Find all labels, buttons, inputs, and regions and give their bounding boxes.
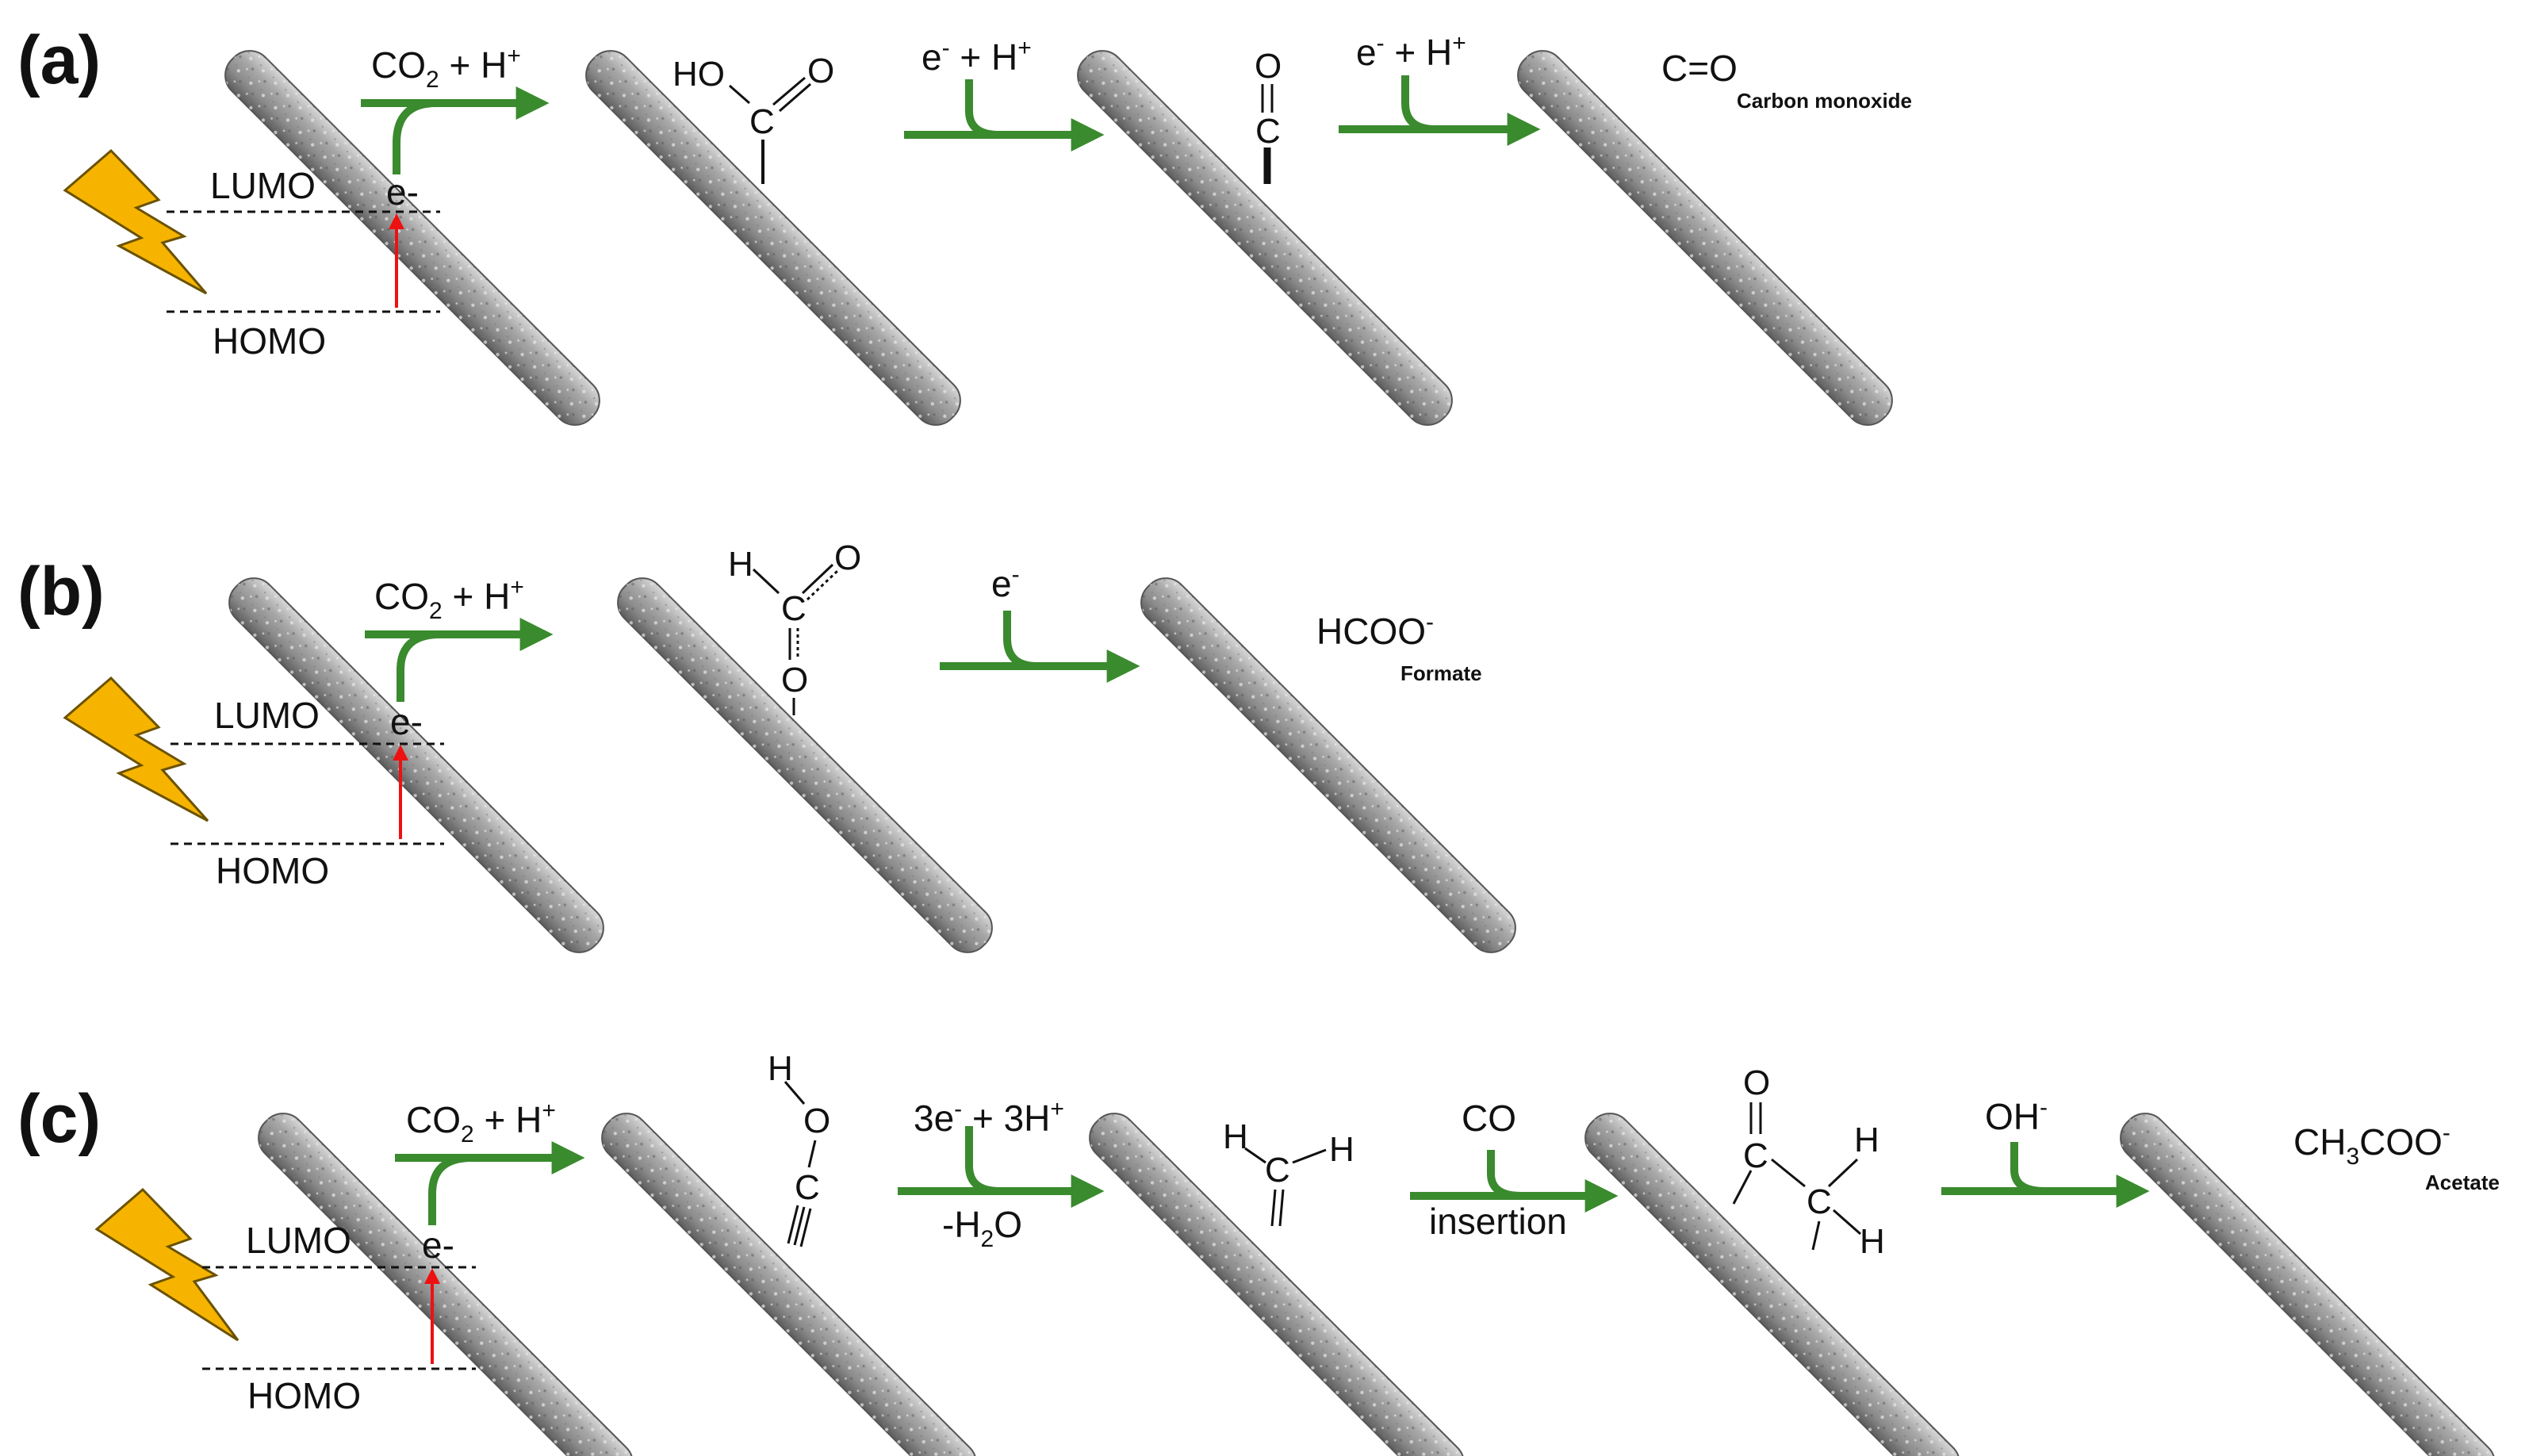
svg-text:O: O [781, 661, 808, 699]
nanorod-image [1517, 50, 1893, 426]
step-label: 3e- + 3H+ [914, 1096, 1064, 1139]
product-label: CH3COO- [2293, 1120, 2450, 1170]
lumo-label: LUMO [214, 695, 320, 736]
lumo-label: LUMO [246, 1220, 351, 1261]
coh-intermediate: H O C [768, 1049, 830, 1247]
panel-c-label: (c) [17, 1081, 101, 1157]
svg-text:C: C [795, 1168, 820, 1207]
reaction-arrow-icon [393, 99, 437, 174]
panel-b-label: (b) [17, 554, 105, 630]
lumo-label: LUMO [210, 165, 316, 206]
reaction-arrow-icon [1401, 75, 1436, 133]
ch2-intermediate: H C H [1223, 1117, 1354, 1227]
reactant-co2-label: CO2 + H+ [406, 1098, 556, 1148]
svg-text:HO: HO [672, 55, 725, 94]
product-label: C=O [1661, 48, 1738, 89]
cooh-intermediate: HO C O [672, 52, 834, 184]
reaction-arrow-icon [428, 1154, 473, 1225]
nanorod-image [258, 1113, 634, 1456]
panel-a: (a) LUMO HOMO e- CO2 + H+ [17, 22, 1912, 426]
panel-a-label: (a) [17, 22, 101, 98]
reactant-co2-label: CO2 + H+ [371, 43, 521, 93]
homo-label: HOMO [247, 1375, 361, 1416]
svg-text:O: O [834, 538, 861, 577]
svg-text:H: H [1860, 1222, 1885, 1261]
svg-text:C: C [749, 102, 775, 141]
svg-text:H: H [1854, 1121, 1879, 1159]
electron-label: e- [390, 701, 423, 742]
lightning-bolt-icon [94, 1187, 239, 1342]
homo-label: HOMO [213, 320, 326, 362]
svg-text:C: C [1743, 1136, 1768, 1175]
step-sub-label: -H2O [942, 1204, 1022, 1252]
step-label: e- + H+ [921, 35, 1032, 78]
step-label: OH- [1985, 1094, 2048, 1137]
panel-c: (c) LUMO HOMO e- CO2 + H+ [17, 1049, 2500, 1456]
svg-text:O: O [807, 52, 834, 90]
panel-b: (b) LUMO HOMO e- CO2 + H+ H C O O [17, 538, 1516, 953]
svg-text:H: H [768, 1049, 793, 1088]
nanorod-image [585, 50, 961, 426]
electron-label: e- [386, 171, 419, 213]
lightning-bolt-icon [63, 148, 208, 295]
step-label: e- + H+ [1356, 30, 1466, 73]
product-name: Formate [1400, 661, 1482, 685]
svg-text:C: C [781, 589, 807, 628]
co-intermediate: O C [1255, 47, 1282, 184]
nanorod-image [1089, 1113, 1465, 1456]
lightning-bolt-icon [63, 676, 209, 822]
reactant-co2-label: CO2 + H+ [374, 574, 524, 624]
product-name: Carbon monoxide [1737, 89, 1912, 113]
step-sub-label: insertion [1429, 1201, 1567, 1242]
reaction-arrow-icon [1003, 611, 1038, 670]
nanorod-image [2120, 1113, 2496, 1456]
nanorod-image [228, 577, 604, 953]
nanorod-image [1077, 50, 1453, 426]
svg-text:H: H [1223, 1117, 1248, 1156]
svg-text:C: C [1255, 112, 1281, 151]
reaction-arrow-icon [2010, 1142, 2045, 1195]
svg-text:H: H [728, 545, 753, 584]
reaction-arrow-icon [397, 630, 441, 702]
step-label: CO [1462, 1098, 1516, 1139]
svg-text:C: C [1265, 1151, 1290, 1190]
ch2co-intermediate: O C C H H [1732, 1063, 1885, 1261]
svg-text:H: H [1329, 1130, 1354, 1169]
nanorod-image [1140, 577, 1516, 953]
homo-label: HOMO [216, 850, 329, 891]
svg-text:O: O [1255, 47, 1282, 86]
nanorod-image [601, 1113, 977, 1456]
reaction-arrow-icon [1487, 1150, 1522, 1200]
nanorod-image [1584, 1113, 1960, 1456]
svg-text:O: O [1743, 1063, 1770, 1102]
svg-text:O: O [803, 1102, 830, 1140]
svg-text:C: C [1807, 1182, 1832, 1221]
product-name: Acetate [2425, 1171, 2500, 1194]
step-label: e- [991, 561, 1020, 604]
ocho-intermediate: H C O O [728, 538, 861, 715]
reaction-arrow-icon [965, 79, 1000, 139]
product-label: HCOO- [1316, 609, 1434, 652]
nanorod-image [617, 577, 993, 953]
electron-label: e- [422, 1224, 454, 1266]
